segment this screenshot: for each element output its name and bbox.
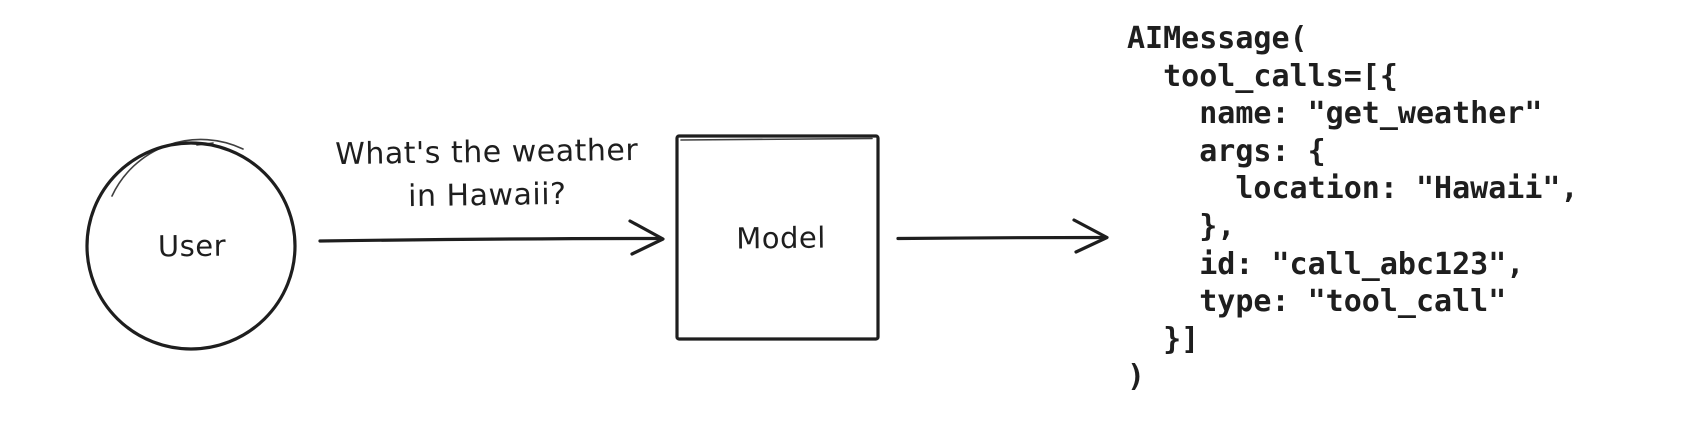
user-node-circle	[85, 138, 297, 351]
aimessage-output-code: AIMessage( tool_calls=[{ name: "get_weat…	[1127, 21, 1579, 395]
user-node-label: User	[157, 228, 227, 264]
user-circle-restroke	[111, 138, 244, 197]
model-box-outline	[675, 134, 880, 341]
user-circle-tick	[196, 142, 214, 146]
model-node-box	[675, 134, 880, 341]
model-box-restroke	[680, 137, 873, 141]
user-message-line2: in Hawaii?	[407, 176, 567, 215]
model-node-label: Model	[736, 220, 826, 256]
arrow-line	[896, 235, 1106, 241]
model-to-output-arrow	[896, 218, 1109, 254]
user-message-label: What's the weather in Hawaii?	[335, 129, 639, 219]
arrow-head-icon	[628, 219, 665, 256]
user-to-model-arrow	[318, 219, 665, 256]
arrow-head-icon	[1072, 218, 1109, 254]
arrow-line	[318, 236, 662, 243]
user-circle-outline	[85, 141, 297, 351]
user-message-line1: What's the weather	[334, 132, 639, 173]
